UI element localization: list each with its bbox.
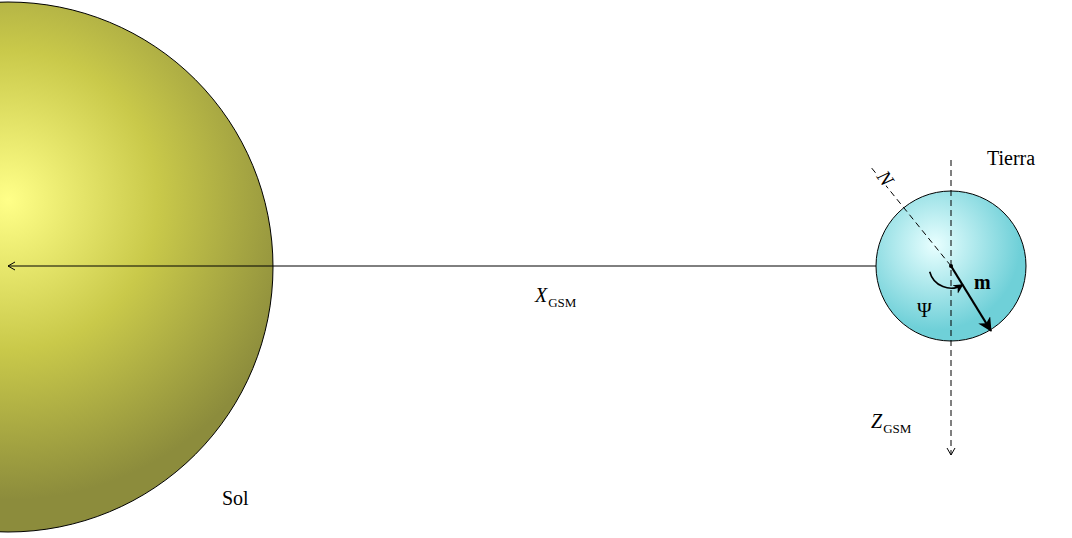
axis-label: Z [871, 411, 882, 431]
tilt-angle-arc [930, 272, 963, 288]
axis-label: X [535, 285, 547, 305]
star-label: Sol [222, 488, 249, 508]
earth-center [949, 264, 953, 268]
axis-subscript: GSM [883, 422, 911, 435]
north-axis [870, 166, 951, 266]
magnetic-moment-arrow [951, 266, 991, 331]
axis-subscript: GSM [548, 296, 576, 309]
z-axis [951, 160, 952, 455]
sun-disc [0, 2, 273, 532]
pole-label: N [874, 167, 898, 189]
vector-label: m [974, 272, 991, 292]
x-axis [8, 266, 951, 267]
angle-label: Ψ [917, 300, 932, 320]
planet-label: Tierra [987, 148, 1035, 168]
